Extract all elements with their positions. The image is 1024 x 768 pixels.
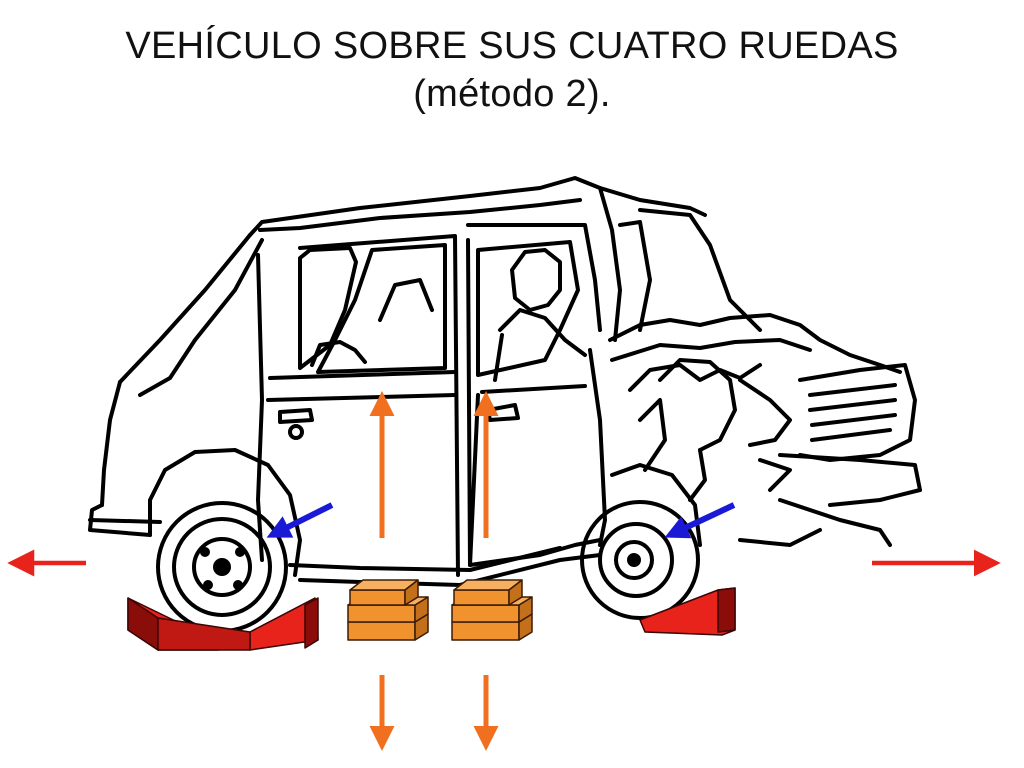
title-line-2: (método 2). xyxy=(413,73,611,115)
front-wheel-chock xyxy=(639,587,736,636)
damaged-car-illustration xyxy=(88,176,922,633)
slide-title: VEHÍCULO SOBRE SUS CUATRO RUEDAS (método… xyxy=(0,22,1024,118)
arrow-blue-front-wheel-icon xyxy=(664,502,736,539)
rear-wheel-chock xyxy=(127,597,319,651)
cribbing-block-stack-left xyxy=(347,579,429,641)
arrow-blue-rear-wheel-icon xyxy=(266,502,334,538)
cribbing-block-stack-right xyxy=(451,579,533,641)
title-line-1: VEHÍCULO SOBRE SUS CUATRO RUEDAS xyxy=(125,25,899,67)
